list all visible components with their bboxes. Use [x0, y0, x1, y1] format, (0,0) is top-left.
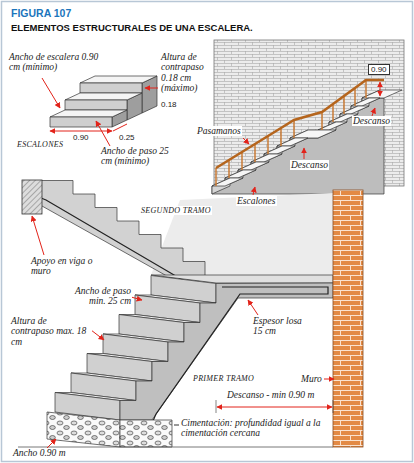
callout-label: Apoyo en viga o muro [30, 256, 94, 277]
first-flight-slab [120, 283, 333, 420]
callout-label: Ancho de escalera 0.90 cm (mínimo) [8, 52, 102, 73]
callout-label: Espesor losa 15 cm [252, 316, 310, 337]
dimension-line [380, 82, 381, 96]
foundation [47, 412, 120, 447]
callout-label: Descanso [352, 116, 391, 126]
dimension-line [113, 124, 127, 131]
illustration [18, 40, 404, 447]
dimension-line [50, 131, 112, 132]
figure-number: FIGURA 107 [10, 7, 72, 19]
extension-line [216, 400, 333, 413]
stair-stringer [212, 98, 384, 194]
callout-label: 0.90 [72, 133, 90, 142]
callout-label: Descanso - min 0.90 m [226, 390, 315, 400]
callout-label: 0.18 [160, 100, 178, 109]
callout-label: Muro [300, 374, 323, 384]
foundation [120, 420, 172, 447]
step-sample [50, 76, 157, 127]
leader-line [42, 78, 60, 108]
handrail-post [293, 120, 294, 138]
callout-label: Ancho de paso 25 cm (mínimo) [100, 146, 180, 167]
handrail-post [280, 128, 281, 146]
callout-label: Descanso [290, 160, 329, 170]
callout-label: PRIMER TRAMO [192, 374, 255, 383]
leader-line [372, 108, 375, 116]
leader-line [32, 216, 44, 255]
handrail-post [267, 136, 268, 154]
step-riser [80, 83, 142, 93]
handrail-post [321, 112, 322, 130]
leader-line [304, 148, 305, 159]
callout-label: Escalones [236, 196, 277, 206]
leader-line [248, 300, 258, 315]
handrail-post [343, 96, 344, 114]
stair-perspective [212, 40, 404, 194]
step-tread [50, 110, 127, 117]
callout-label: 0.90 [368, 64, 390, 75]
callout-label: 0.25 [118, 133, 136, 142]
step-tread [65, 93, 142, 100]
figure-title: ELEMENTOS ESTRUCTURALES DE UNA ESCALERA. [10, 22, 254, 33]
step-tread [362, 90, 402, 98]
step-tread [80, 76, 157, 83]
handrail-post [215, 168, 216, 186]
leader-line [96, 121, 110, 146]
second-flight-slab [30, 181, 205, 290]
callout-label: SEGUNDO TRAMO [140, 206, 212, 215]
step-riser [50, 117, 112, 127]
step-tread [290, 130, 336, 138]
handrail-post [354, 88, 355, 106]
handrail-post [365, 80, 366, 98]
leader-line [253, 187, 255, 195]
leader-line [91, 330, 104, 340]
callout-label: Altura de contrapaso 0.18 cm (máximo) [160, 52, 212, 94]
callout-label: Cimentación: profundidad igual a la cime… [180, 418, 327, 439]
callout-label: Ancho 0.90 m [12, 448, 67, 458]
dimension-line [217, 407, 332, 408]
handrail-post [241, 152, 242, 170]
support-beam [22, 180, 42, 214]
callout-label: Altura de contrapaso max. 18 cm [10, 316, 92, 347]
callout-label: Pasamanos [196, 126, 242, 136]
leader-line [243, 138, 249, 144]
handrail-post [332, 104, 333, 122]
callout-label: Ancho de paso min. 25 cm [64, 286, 132, 307]
leader-line [145, 88, 158, 89]
leader-line [324, 379, 334, 380]
stair-section [18, 180, 363, 447]
handrail-post [228, 160, 229, 178]
callout-label: ESCALONES [16, 140, 64, 149]
leader-line [174, 425, 179, 426]
handrail-post [254, 144, 255, 162]
leader-line [131, 297, 142, 300]
brick-wall [333, 190, 363, 447]
step-riser [65, 100, 127, 110]
